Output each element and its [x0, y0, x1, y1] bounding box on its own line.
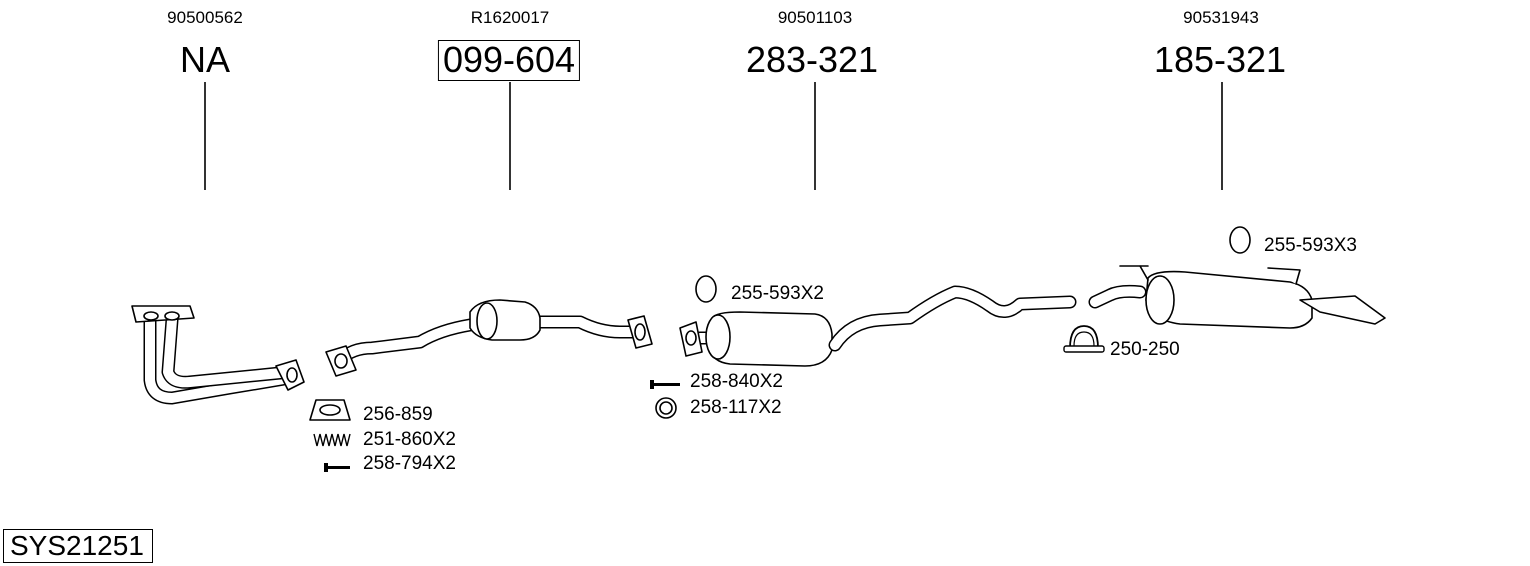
rubber-hanger-icon-2 — [1229, 226, 1251, 254]
rear-silencer-drawing — [1088, 265, 1386, 329]
accessory-label-spring: 251-860X2 — [363, 429, 456, 450]
accessory-label-gasket: 256-859 — [363, 404, 433, 425]
centre-silencer-drawing — [679, 285, 1077, 367]
bolt-icon-1 — [324, 463, 350, 472]
system-code: SYS21251 — [3, 529, 153, 563]
rubber-hanger-icon-1 — [695, 275, 717, 303]
accessory-label-bolt-centre: 258-840X2 — [690, 371, 783, 392]
ref-number-3: 90501103 — [777, 8, 853, 27]
part-number-185-321: 185-321 — [1153, 39, 1287, 80]
part-number-099-604: 099-604 — [437, 40, 581, 81]
front-pipe-drawing — [131, 305, 305, 405]
accessory-label-ring: 258-117X2 — [690, 397, 782, 418]
spring-icon — [313, 433, 351, 447]
accessory-label-hanger-rear: 255-593X3 — [1264, 235, 1357, 256]
ref-number-4: 90531943 — [1183, 8, 1259, 27]
part-number-283-321: 283-321 — [745, 39, 879, 80]
ref-number-2: R1620017 — [470, 8, 550, 27]
gasket-ring-icon — [309, 399, 351, 421]
accessory-label-hanger-front: 255-593X2 — [731, 283, 824, 304]
ring-icon — [655, 397, 677, 419]
bolt-icon-2 — [650, 380, 680, 389]
accessory-label-bolt: 258-794X2 — [363, 453, 456, 474]
ref-number-1: 90500562 — [167, 8, 243, 27]
catalytic-converter-drawing — [325, 299, 653, 377]
accessory-label-clamp: 250-250 — [1110, 339, 1180, 360]
part-number-na: NA — [179, 39, 231, 80]
clamp-icon — [1063, 325, 1105, 353]
